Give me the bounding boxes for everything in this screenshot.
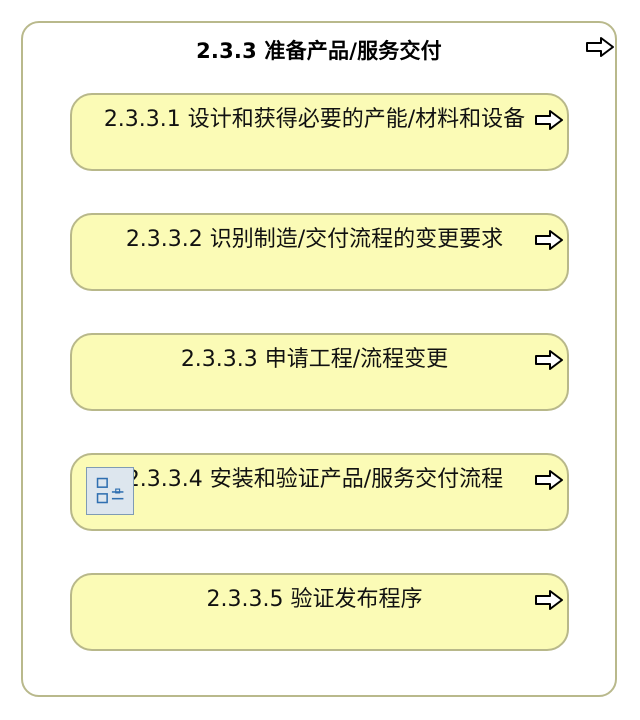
task-2-3-3-2[interactable]: 2.3.3.2 识别制造/交付流程的变更要求 <box>70 213 569 291</box>
process-title: 2.3.3 准备产品/服务交付 <box>196 39 442 63</box>
task-label: 2.3.3.1 设计和获得必要的产能/材料和设备 <box>103 107 526 132</box>
task-label: 2.3.3.3 申请工程/流程变更 <box>180 347 449 372</box>
task-label: 2.3.3.2 识别制造/交付流程的变更要求 <box>125 227 504 252</box>
task-label: 2.3.3.4 安装和验证产品/服务交付流程 <box>125 467 504 492</box>
right-arrow-outline-icon[interactable] <box>534 469 564 491</box>
task-label: 2.3.3.5 验证发布程序 <box>206 587 423 612</box>
task-2-3-3-5[interactable]: 2.3.3.5 验证发布程序 <box>70 573 569 651</box>
task-2-3-3-3[interactable]: 2.3.3.3 申请工程/流程变更 <box>70 333 569 411</box>
task-2-3-3-1[interactable]: 2.3.3.1 设计和获得必要的产能/材料和设备 <box>70 93 569 171</box>
right-arrow-outline-icon[interactable] <box>534 349 564 371</box>
subprocess-checklist-icon[interactable] <box>86 467 134 515</box>
right-arrow-outline-icon[interactable] <box>534 589 564 611</box>
right-arrow-outline-icon[interactable] <box>585 36 615 58</box>
task-2-3-3-4[interactable]: 2.3.3.4 安装和验证产品/服务交付流程 <box>70 453 569 531</box>
right-arrow-outline-icon[interactable] <box>534 229 564 251</box>
process-container: 2.3.3 准备产品/服务交付 2.3.3.1 设计和获得必要的产能/材料和设备… <box>21 21 617 697</box>
right-arrow-outline-icon[interactable] <box>534 109 564 131</box>
